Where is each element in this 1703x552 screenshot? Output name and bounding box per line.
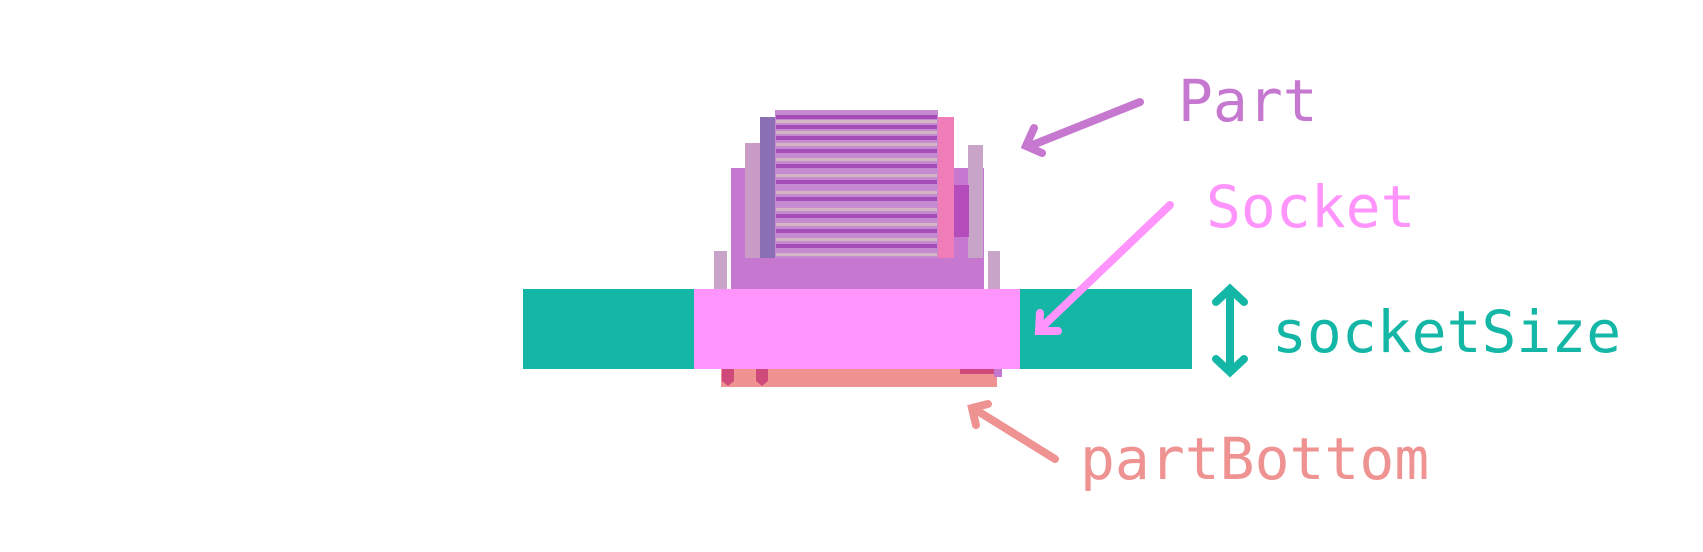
socket-label: Socket [1206,173,1416,241]
part-bottom-label: partBottom [1080,425,1430,493]
part-ribs [776,115,937,248]
part-arrow-icon [1020,98,1144,157]
socket-arrow-icon [1034,201,1174,335]
part-body-shape [714,110,1000,289]
part-bottom-arrow-icon [967,400,1059,463]
socket-size-label: socketSize [1272,298,1622,366]
part-label: Part [1178,67,1318,135]
socket-shape [694,289,1020,369]
socket-size-arrow-icon [1212,283,1248,378]
part-bottom-shape [721,365,1002,387]
